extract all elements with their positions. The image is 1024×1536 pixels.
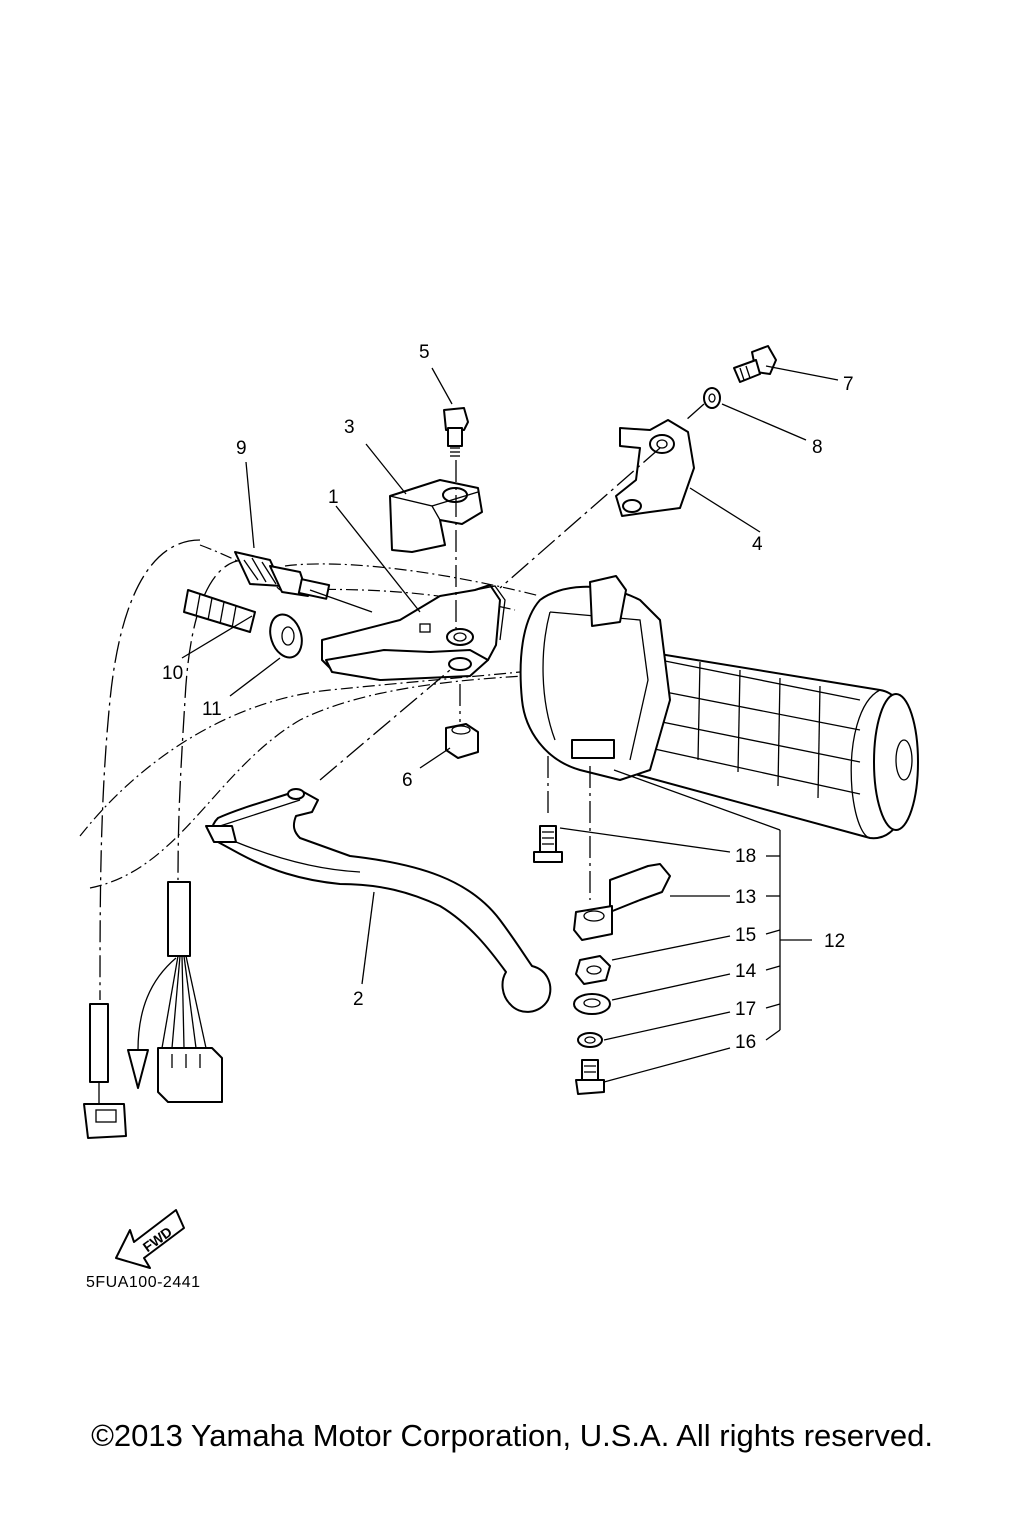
callout-2: 2 [353,989,364,1010]
part-13-lever-switch [573,863,671,941]
callout-6: 6 [402,770,413,791]
part-14-washer [573,993,611,1015]
callout-4: 4 [752,534,763,555]
callout-11: 11 [202,699,222,720]
part-1-lever-holder [321,584,506,681]
fwd-direction-arrow-icon: FWD [115,1209,185,1269]
lever-pivot-axis [319,669,451,781]
callout-1: 1 [328,487,339,508]
part-18-screw [533,825,563,863]
callout-3: 3 [344,417,355,438]
callout-12: 12 [824,931,845,952]
diagram-reference-code: 5FUA100-2441 [86,1274,201,1291]
part-8-washer [703,387,721,409]
callout-8: 8 [812,437,823,458]
part-10-adjuster-bolt [183,589,256,633]
clamp-axis [499,447,661,589]
callout-numbers: 1 2 3 4 5 6 7 8 9 10 11 12 13 14 15 16 1… [162,342,854,1053]
part-5-bolt [443,407,469,457]
part-2-lever [205,788,552,1013]
part-11-locknut [269,613,303,659]
part-4-clamp [615,419,695,517]
callout-18: 18 [735,846,756,867]
copyright-notice: ©2013 Yamaha Motor Corporation, U.S.A. A… [91,1418,933,1453]
part-7-screw [733,345,777,383]
callout-16: 16 [735,1032,756,1053]
leader-lines [181,365,839,1083]
part-16-screw [575,1059,605,1095]
callout-9: 9 [236,438,247,459]
part-9-cable-adjuster [234,551,331,600]
part-12-grip-switch-assembly [519,575,919,840]
callout-5: 5 [419,342,430,363]
callout-14: 14 [735,961,757,982]
part-6-nut [445,723,479,759]
part-3-switch-cover [389,479,483,553]
callout-7: 7 [843,374,854,395]
washer-8-axis [685,403,705,421]
part-15-nut [575,955,611,985]
callout-10: 10 [162,663,183,684]
part-17-spring-washer [577,1032,603,1048]
cable-harness [83,539,246,1139]
callout-17: 17 [735,999,756,1020]
callout-13: 13 [735,887,756,908]
callout-15: 15 [735,925,756,946]
